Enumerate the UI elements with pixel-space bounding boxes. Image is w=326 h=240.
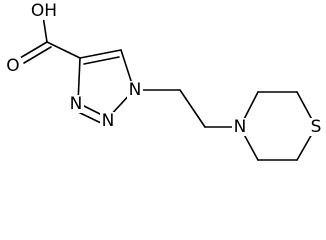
atom-label-triazole-n1: N: [129, 80, 142, 100]
bonds: [19, 15, 317, 161]
atom-label-triazole-n2: N: [102, 111, 115, 131]
atom-labels: OH O N N N N S: [5, 1, 324, 137]
bond-c4-c5-b: [83, 56, 120, 65]
bond-c-triazole: [46, 41, 81, 59]
molecule-structure-diagram: OH O N N N N S: [5, 1, 324, 161]
atom-label-triazole-n3: N: [70, 94, 83, 114]
bond-c4-c5-a: [79, 49, 122, 59]
atom-label-sulfur: S: [311, 117, 322, 137]
atom-label-hydroxyl: OH: [31, 1, 57, 21]
bond-c-o-double-a: [19, 41, 48, 59]
bond-ch2-ch2: [179, 89, 206, 128]
bond-c-oh: [42, 15, 48, 43]
atom-label-carbonyl-oxygen: O: [6, 56, 19, 76]
bond-c-o-double-b: [23, 46, 52, 64]
atom-label-ring-nitrogen: N: [234, 117, 247, 137]
